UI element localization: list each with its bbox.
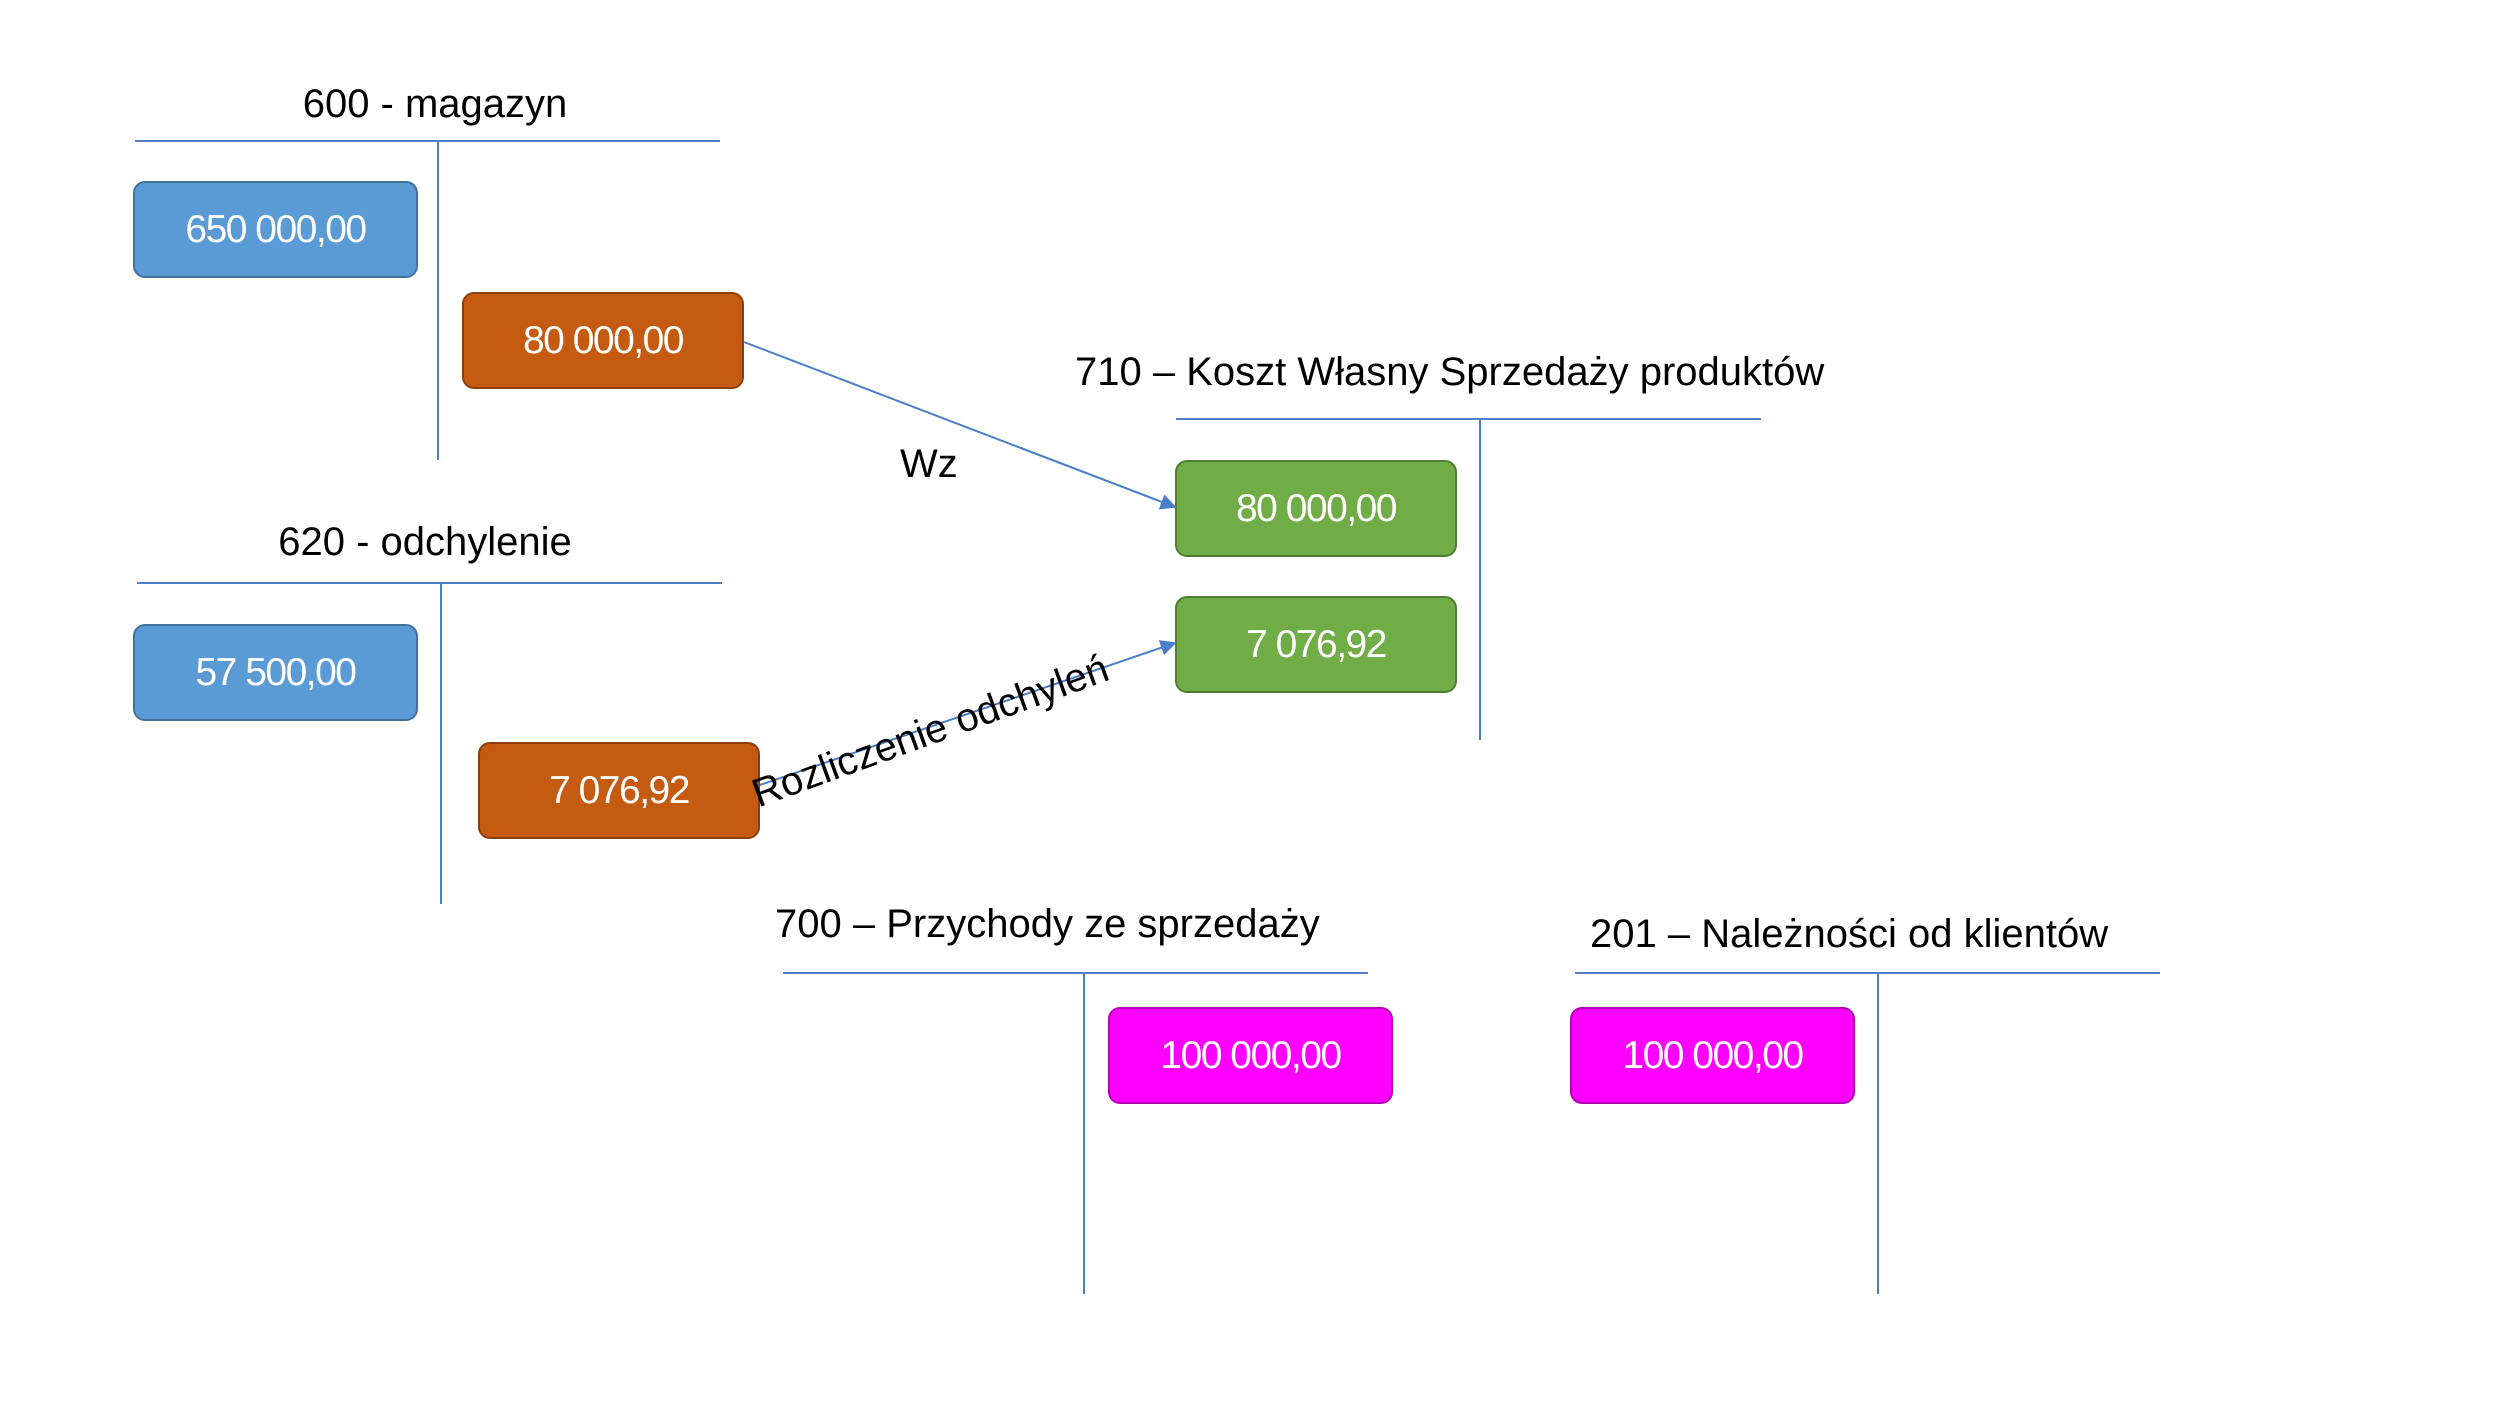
account-201-hline bbox=[1575, 972, 2160, 974]
account-201-vline bbox=[1877, 974, 1879, 1294]
account-710-hline bbox=[1176, 418, 1761, 420]
account-600-debit-box: 650 000,00 bbox=[133, 181, 418, 278]
account-700-vline bbox=[1083, 974, 1085, 1294]
account-620-hline bbox=[137, 582, 722, 584]
account-700-hline bbox=[783, 972, 1368, 974]
account-201-debit-box: 100 000,00 bbox=[1570, 1007, 1855, 1104]
account-710-debit-box-wz: 80 000,00 bbox=[1175, 460, 1457, 557]
account-201-title: 201 – Należności od klientów bbox=[1590, 912, 2109, 956]
account-600-title: 600 - magazyn bbox=[302, 82, 568, 126]
account-710-debit-box-variance: 7 076,92 bbox=[1175, 596, 1457, 693]
account-600-vline bbox=[437, 142, 439, 460]
account-620-debit-box: 57 500,00 bbox=[133, 624, 418, 721]
account-700-title: 700 – Przychody ze sprzedaży bbox=[775, 902, 1320, 946]
account-600-hline bbox=[135, 140, 720, 142]
account-600-credit-box: 80 000,00 bbox=[462, 292, 744, 389]
account-710-vline bbox=[1479, 420, 1481, 740]
account-710-title: 710 – Koszt Własny Sprzedaży produktów bbox=[1075, 350, 1825, 394]
arrow-wz-label: Wz bbox=[900, 442, 958, 486]
account-620-vline bbox=[440, 584, 442, 904]
account-620-credit-box: 7 076,92 bbox=[478, 742, 760, 839]
arrow-rozliczenie-label: Rozliczenie odchyleń bbox=[746, 646, 1115, 817]
account-700-credit-box: 100 000,00 bbox=[1108, 1007, 1393, 1104]
account-620-title: 620 - odchylenie bbox=[278, 520, 572, 564]
